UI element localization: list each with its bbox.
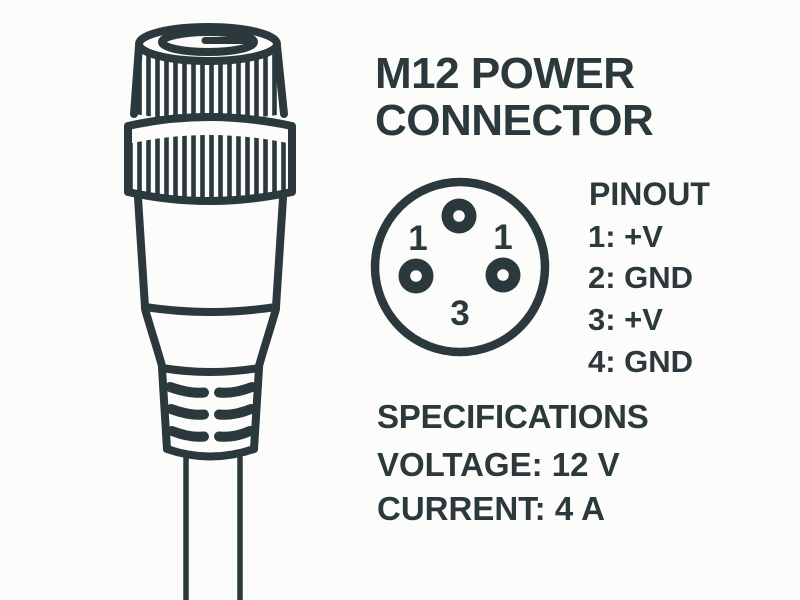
pin-number-left: 1 (408, 219, 427, 258)
pin-right (485, 257, 521, 293)
pinout-face-circle (370, 177, 550, 357)
pinout-row: 1: +V (588, 219, 663, 254)
specifications-heading: SPECIFICATIONS (377, 398, 649, 435)
pin-top (441, 198, 477, 234)
pinout-diagram: 1 1 3 (370, 177, 550, 357)
connector-plug-icon (124, 23, 296, 600)
pin-number-bottom: 3 (450, 294, 469, 333)
pinout-row: 3: +V (588, 302, 663, 337)
pinout-row: 4: GND (588, 344, 694, 379)
title-line-1: M12 POWER (375, 49, 635, 98)
spec-row-voltage: VOLTAGE: 12 V (377, 446, 620, 483)
boot-ribs (165, 382, 257, 442)
spec-row-current: CURRENT: 4 A (377, 490, 605, 527)
page-title: M12 POWER CONNECTOR (375, 49, 654, 145)
title-line-2: CONNECTOR (375, 96, 654, 145)
pinout-heading: PINOUT (589, 176, 710, 212)
pin-left (398, 258, 434, 294)
pinout-row: 2: GND (588, 260, 694, 295)
pin-number-right: 1 (493, 218, 512, 257)
